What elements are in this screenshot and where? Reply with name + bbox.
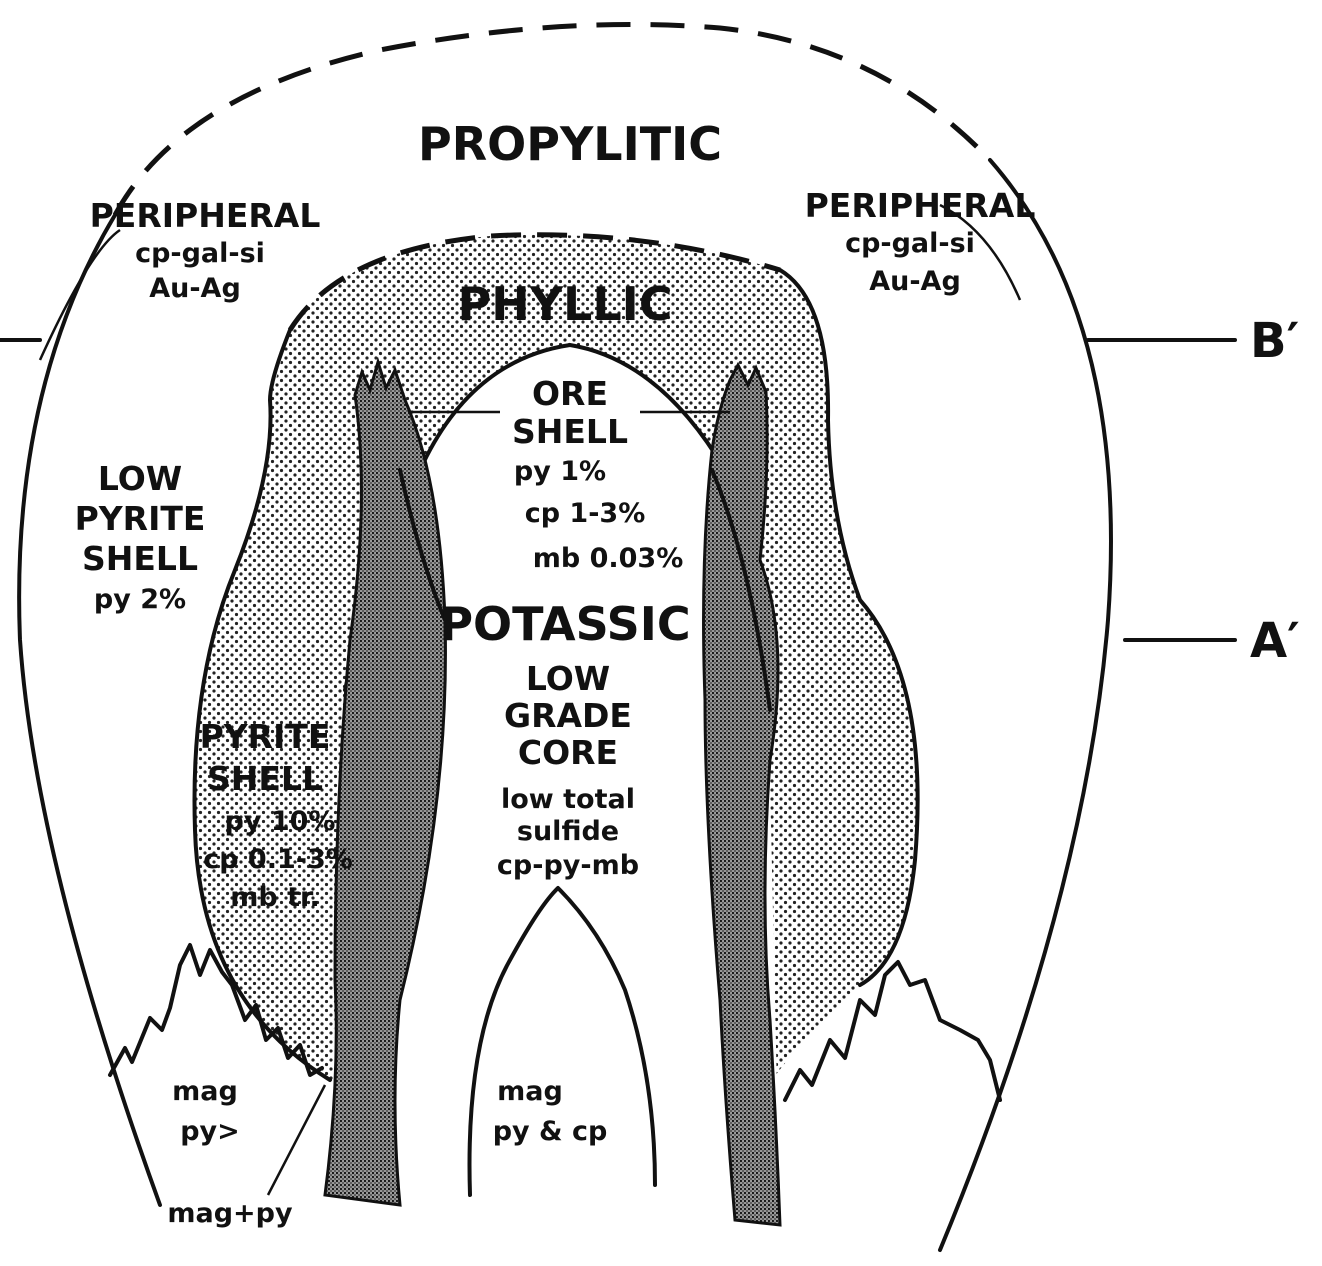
core-line6: cp-py-mb: [497, 850, 639, 881]
peripheral-right-title: PERIPHERAL: [805, 186, 1036, 225]
bottom-center-line2: py & cp: [493, 1116, 608, 1147]
peripheral-left-title: PERIPHERAL: [90, 196, 321, 235]
propylitic-label: PROPYLITIC: [418, 117, 722, 171]
bottom-center-line1: mag: [497, 1076, 563, 1107]
phyllic-label: PHYLLIC: [457, 277, 672, 331]
ore-shell-line3: py 1%: [514, 456, 606, 487]
pyrite-shell-line5: mb tr.: [230, 882, 320, 913]
pyrite-shell-line3: py 10%: [225, 806, 336, 837]
ore-shell-line1: ORE: [532, 374, 608, 413]
bottom-left-line1: mag: [172, 1076, 238, 1107]
level-b-prime-label: B′: [1250, 313, 1299, 369]
mag-py-label: mag+py: [167, 1198, 293, 1229]
low-pyrite-shell-line1: LOW: [98, 459, 182, 498]
core-line5: sulfide: [517, 816, 619, 847]
peripheral-left-line1: cp-gal-si: [135, 238, 265, 269]
outer-boundary-right: [940, 160, 1111, 1250]
pyrite-shell-line1: PYRITE: [200, 717, 331, 756]
peripheral-boundary-left: [40, 230, 120, 360]
outer-boundary-left: [19, 215, 160, 1205]
peripheral-right-line2: Au-Ag: [869, 266, 961, 297]
potassic-label: POTASSIC: [439, 597, 690, 651]
low-pyrite-shell-line3: SHELL: [82, 539, 198, 578]
core-line4: low total: [501, 784, 635, 815]
ore-shell-line5: mb 0.03%: [533, 543, 684, 574]
core-line3: CORE: [518, 733, 618, 772]
pyrite-shell-line2: SHELL: [207, 759, 323, 798]
peripheral-right-line1: cp-gal-si: [845, 228, 975, 259]
pyrite-shell-line4: cp 0.1-3%: [203, 844, 353, 875]
mag-py-leader: [268, 1085, 325, 1195]
peripheral-left-line2: Au-Ag: [149, 273, 241, 304]
ore-shell-line4: cp 1-3%: [525, 498, 646, 529]
low-pyrite-shell-line2: PYRITE: [75, 499, 206, 538]
low-pyrite-shell-line4: py 2%: [94, 584, 186, 615]
bottom-left-line2: py>: [180, 1116, 240, 1147]
core-line2: GRADE: [504, 696, 632, 735]
ore-shell-line2: SHELL: [512, 412, 628, 451]
level-a-prime-label: A′: [1250, 613, 1300, 669]
core-line1: LOW: [526, 659, 610, 698]
